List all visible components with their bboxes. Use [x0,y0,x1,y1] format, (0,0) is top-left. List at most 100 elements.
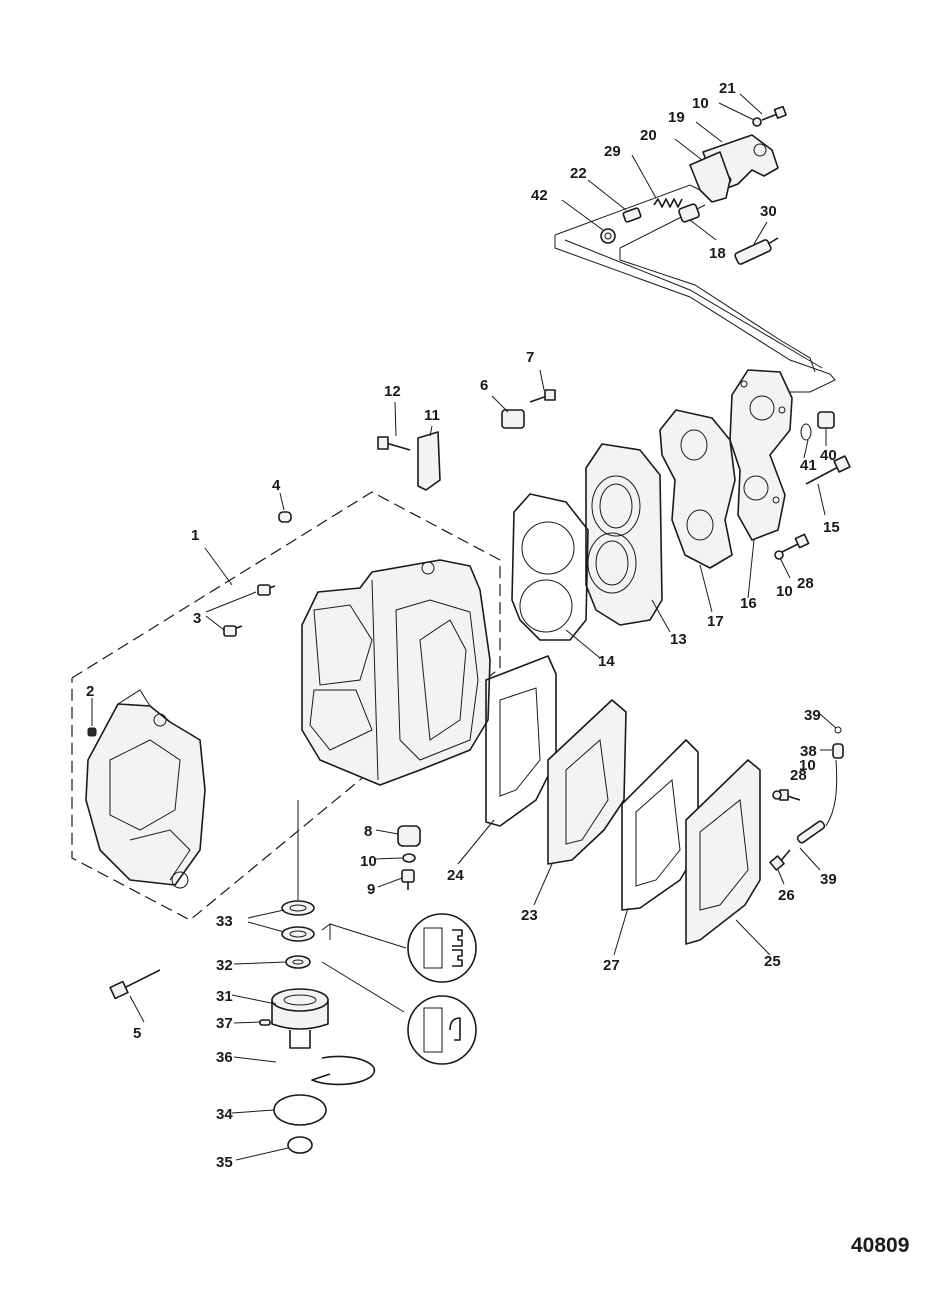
detail-circle-bearing-orientation [321,961,477,1065]
housing-31 [271,988,329,1049]
clip-39-top [834,726,842,734]
callout-6: 6 [480,377,488,394]
callout-27: 27 [603,957,620,974]
cylinder-head-13 [585,443,663,626]
callout-32: 32 [216,957,233,974]
fitting-3a [257,584,276,596]
callout-9: 9 [367,881,375,898]
washer-10-upper [774,550,784,560]
bolt-5 [109,969,161,1000]
detail-circle-seal-orientation [321,913,477,983]
callout-16: 16 [740,595,757,612]
callout-39-bottom: 39 [820,871,837,888]
callout-39-top: 39 [804,707,821,724]
screw-37 [259,1019,271,1026]
callout-12: 12 [384,383,401,400]
head-gasket-14 [511,493,589,641]
cap-38 [832,743,844,759]
washer-41 [800,423,812,441]
callout-14: 14 [598,653,615,670]
callout-3: 3 [193,610,201,627]
callout-22: 22 [570,165,587,182]
callout-10-lower: 10 [799,757,816,774]
callout-33: 33 [216,913,233,930]
bolt-15 [805,455,851,485]
drawing-id: 40809 [851,1234,909,1257]
fitting-26 [769,849,791,871]
callout-29: 29 [604,143,621,160]
washer-10-top [752,117,762,127]
bolt-28-upper [781,533,810,553]
callout-17: 17 [707,613,724,630]
pin-2 [87,727,97,737]
fitting-3b [223,625,243,637]
callout-42: 42 [531,187,548,204]
plate-20 [689,151,731,203]
sensor-22 [622,207,642,223]
bolt-12 [377,436,411,451]
clip-11 [417,431,441,491]
callout-1: 1 [191,527,199,544]
mount-8 [397,825,421,847]
callout-41: 41 [800,457,817,474]
sensor-18 [678,203,700,223]
clamp-6 [501,409,525,429]
o-ring-35 [287,1136,313,1154]
callout-18: 18 [709,245,726,262]
callout-7: 7 [526,349,534,366]
callout-25: 25 [764,953,781,970]
nut-42 [600,228,616,244]
callout-30: 30 [760,203,777,220]
callout-40: 40 [820,447,837,464]
spring-29 [653,198,683,208]
callout-38: 38 [800,743,817,760]
callout-28-upper: 28 [797,575,814,592]
head-gasket-17 [659,409,736,569]
callout-4: 4 [272,477,281,494]
callout-34: 34 [216,1106,233,1123]
exhaust-gasket-24 [485,655,557,827]
callout-15: 15 [823,519,840,536]
bearing-32 [285,955,311,969]
exhaust-cover-25 [685,759,761,945]
washer-10-mid [402,853,416,863]
o-ring-34 [273,1094,327,1126]
callout-8: 8 [364,823,372,840]
screw-7 [529,389,556,403]
callout-5: 5 [133,1025,141,1042]
callout-21: 21 [719,80,736,97]
callout-2: 2 [86,683,94,700]
spark-plug-30 [734,237,779,265]
bolt-28-lower [779,789,801,801]
crankcase-half [85,689,206,889]
pin-4 [278,511,292,523]
seal-33a [281,900,315,916]
crankcase-block [301,559,491,786]
callout-10-top: 10 [692,95,709,112]
seal-33b [281,926,315,942]
callout-13: 13 [670,631,687,648]
hose-39 [796,759,838,844]
callout-labels: 1 2 3 4 5 6 7 8 9 10 10 10 10 11 12 13 1… [86,80,840,1171]
callout-10-upper: 10 [776,583,793,600]
callout-19: 19 [668,109,685,126]
ring-36 [311,1055,376,1086]
exhaust-plate-23 [547,699,627,865]
leader-lines [91,93,837,1161]
screw-9 [401,869,415,890]
callout-36: 36 [216,1049,233,1066]
plug-40 [817,411,835,429]
cylinder-head-cover-16 [729,369,793,541]
callout-31: 31 [216,988,233,1005]
callout-35: 35 [216,1154,233,1171]
callout-24: 24 [447,867,464,884]
callout-26: 26 [778,887,795,904]
callout-11: 11 [424,407,440,424]
washer-10-lower [772,790,782,800]
callout-10-mid: 10 [360,853,377,870]
callout-37: 37 [216,1015,233,1032]
callout-23: 23 [521,907,538,924]
screw-21 [761,105,787,121]
callout-20: 20 [640,127,657,144]
